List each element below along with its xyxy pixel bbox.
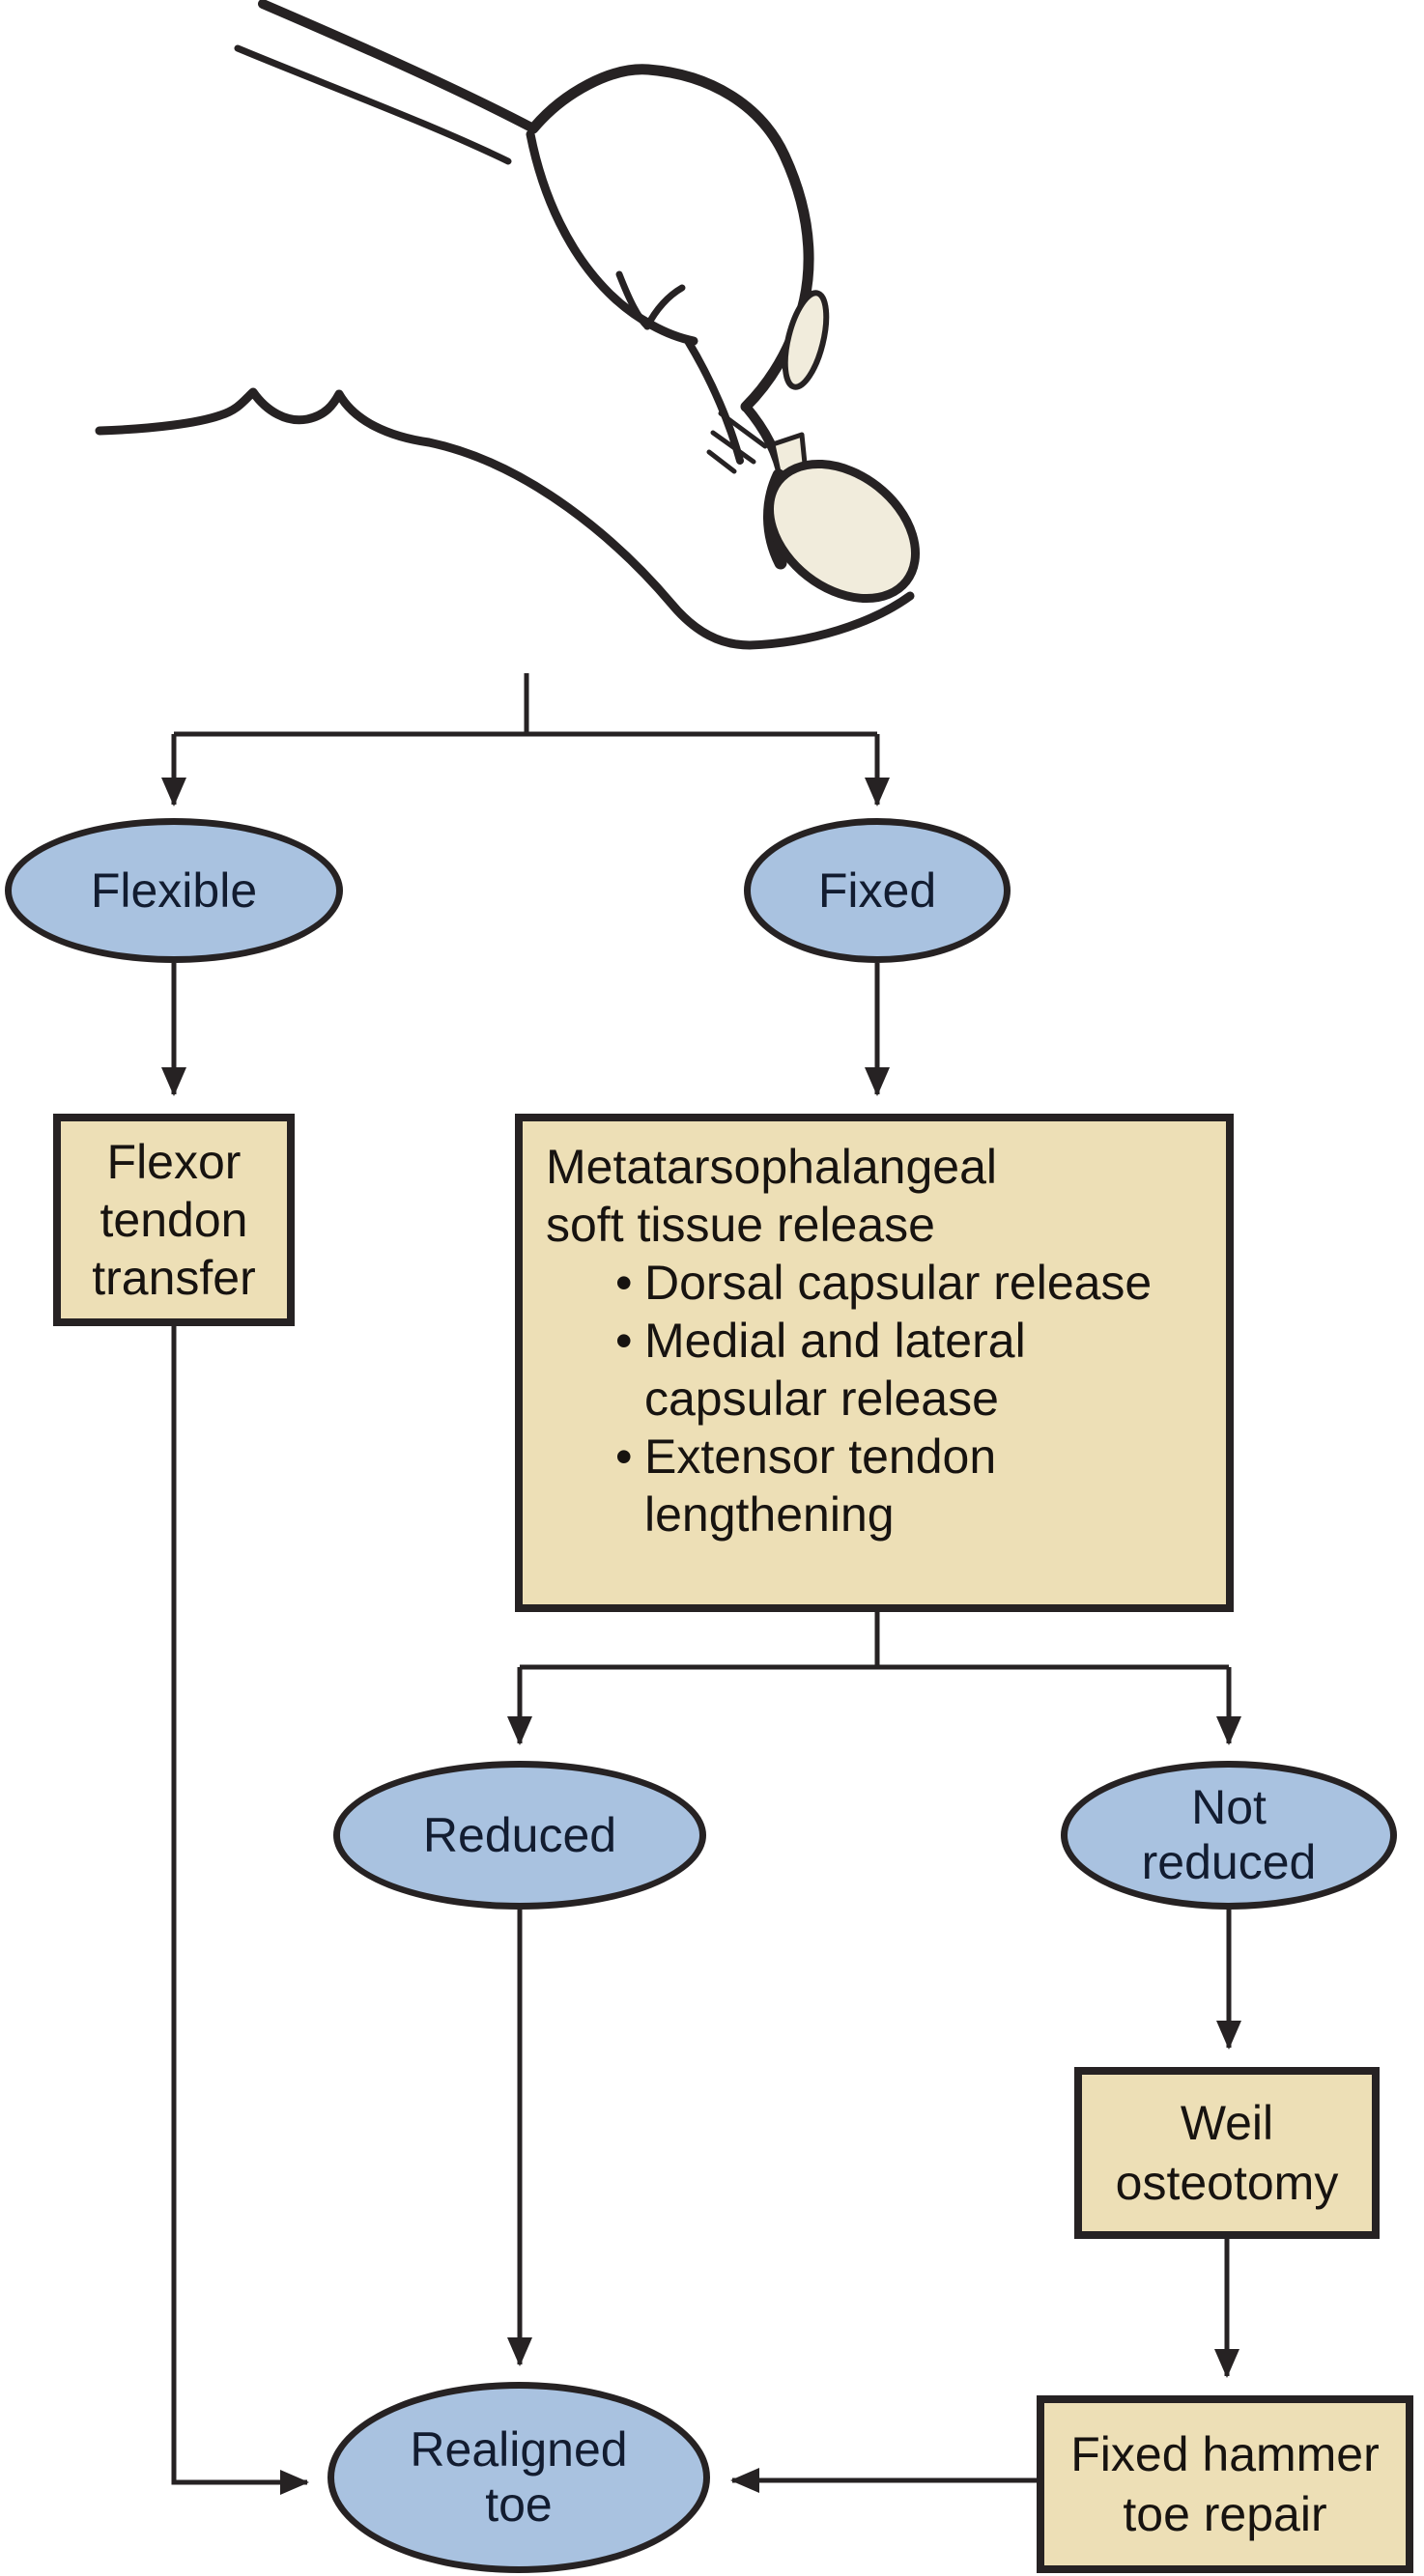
bullet-icon: • [615,1256,633,1310]
node-flexible-label: Flexible [90,863,258,918]
mtp-box-bullet1-text: Dorsal capsular release [644,1256,1153,1310]
fixed-hammer-box-line2: toe repair [1123,2487,1327,2541]
bullet-icon: • [615,1314,633,1368]
pressure-hatch-1 [718,410,768,449]
dorsal-toenail [782,290,830,390]
mtp-box-bullet3-cont: lengthening [644,1487,895,1542]
foot-sole-outline [95,387,915,650]
node-realigned-toe-line1: Realigned [410,2422,628,2477]
mtp-box-bullet1: • Dorsal capsular release [615,1254,1152,1312]
node-realigned-toe-line2: toe [485,2477,553,2532]
node-not-reduced-line2: reduced [1141,1835,1317,1889]
box-weil-osteotomy: Weil osteotomy [1074,2067,1380,2239]
hammer-toe-illustration [95,0,921,650]
flexor-box-line1: Flexor [106,1135,242,1189]
node-reduced: Reduced [333,1761,706,1910]
pressure-hatch-3 [706,449,737,474]
weil-box-line1: Weil [1180,2096,1274,2150]
box-flexor-tendon-transfer: Flexor tendon transfer [53,1114,295,1326]
box-fixed-hammer-toe-repair: Fixed hammer toe repair [1037,2395,1413,2573]
arrow-flexor-to-realigned [171,1326,310,2496]
mtp-box-line2: soft tissue release [546,1198,935,1252]
toe-plantar-crease [526,129,698,346]
node-not-reduced-line1: Not [1191,1780,1267,1834]
tip-toenail [764,459,921,604]
node-fixed: Fixed [744,818,1011,963]
mtp-box-bullet2-text: Medial and lateral [644,1314,1026,1368]
mtp-box-bullet3: • Extensor tendon [615,1428,996,1486]
distal-segment-front-edge [684,337,744,465]
fixed-hammer-box-line1: Fixed hammer [1070,2427,1380,2481]
bullet-icon: • [615,1430,633,1484]
node-not-reduced: Not reduced [1061,1761,1397,1910]
mtp-box-bullet2-cont: capsular release [644,1372,999,1426]
joint-crease-v-right [643,284,686,330]
flexor-box-line2: tendon [100,1193,248,1247]
weil-box-line2: osteotomy [1115,2156,1339,2210]
mtp-box-line1: Metatarsophalangeal [546,1140,997,1194]
node-flexible: Flexible [5,818,343,963]
flowchart-arrows [160,673,1241,2496]
tendon-line-lower [234,44,512,165]
node-realigned-toe: Realigned toe [328,2382,710,2573]
toe-dorsal-outline [527,64,814,412]
mtp-box-bullet2: • Medial and lateral [615,1312,1026,1370]
mtp-box-bullet3-text: Extensor tendon [644,1430,997,1484]
node-fixed-label: Fixed [817,863,937,918]
flexor-box-line3: transfer [92,1251,256,1305]
box-mtp-soft-tissue-release: Metatarsophalangeal soft tissue release … [515,1114,1234,1612]
node-reduced-label: Reduced [422,1807,617,1862]
pressure-hatch-2 [710,430,756,465]
tendon-line-upper [258,0,538,133]
